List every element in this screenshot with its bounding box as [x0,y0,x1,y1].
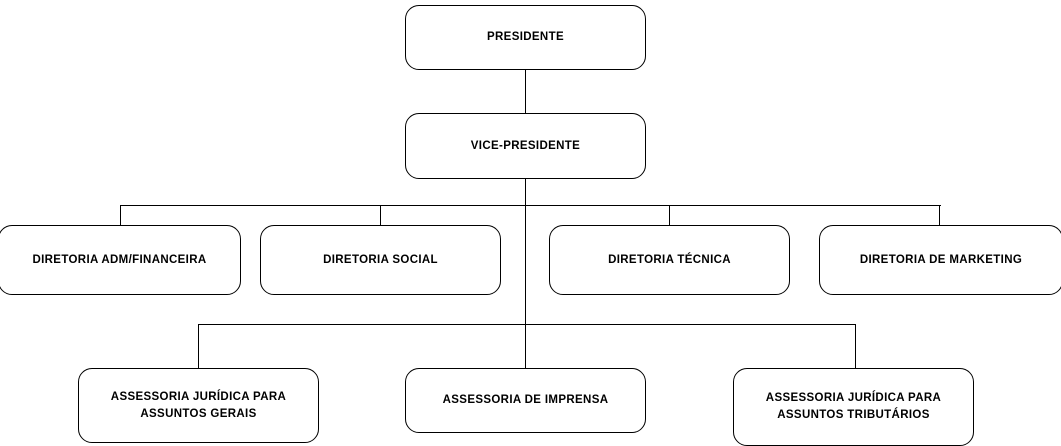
node-vice-presidente-label: VICE-PRESIDENTE [470,139,581,152]
connector-drop-diretoria-marketing [939,205,941,226]
node-diretoria-tecnica-label: DIRETORIA TÉCNICA [608,253,731,266]
node-diretoria-de-marketing-label: DIRETORIA DE MARKETING [859,253,1023,266]
node-diretoria-adm-financeira[interactable]: DIRETORIA ADM/FINANCEIRA [0,225,241,295]
node-presidente[interactable]: PRESIDENTE [405,5,646,70]
node-vice-presidente[interactable]: VICE-PRESIDENTE [405,113,646,179]
node-diretoria-de-marketing[interactable]: DIRETORIA DE MARKETING [819,225,1061,295]
connector-drop-diretoria-social [380,205,382,226]
node-diretoria-adm-financeira-label: DIRETORIA ADM/FINANCEIRA [32,253,207,266]
connector-diretorias-bus [120,205,941,207]
node-diretoria-tecnica[interactable]: DIRETORIA TÉCNICA [549,225,790,295]
connector-drop-diretoria-adm [120,205,122,226]
connector-assessorias-bus [198,324,856,326]
node-presidente-label: PRESIDENTE [487,31,564,44]
connector-vice-presidente-spine [525,179,527,325]
node-diretoria-social[interactable]: DIRETORIA SOCIAL [260,225,501,295]
node-assessoria-juridica-assuntos-tributarios[interactable]: ASSESSORIA JURÍDICA PARA ASSUNTOS TRIBUT… [733,368,974,446]
connector-presidente-to-vice-presidente [525,70,527,113]
connector-drop-diretoria-tecnica [669,205,671,226]
connector-drop-assessoria-juridica-tributarios [855,324,857,369]
node-assessoria-juridica-assuntos-gerais[interactable]: ASSESSORIA JURÍDICA PARA ASSUNTOS GERAIS [78,368,319,443]
connector-drop-assessoria-juridica-gerais [198,324,200,369]
node-diretoria-social-label: DIRETORIA SOCIAL [323,253,438,266]
node-assessoria-de-imprensa[interactable]: ASSESSORIA DE IMPRENSA [405,368,646,433]
node-assessoria-juridica-assuntos-tributarios-label: ASSESSORIA JURÍDICA PARA ASSUNTOS TRIBUT… [765,392,942,421]
connector-drop-assessoria-imprensa [525,324,527,369]
node-assessoria-de-imprensa-label: ASSESSORIA DE IMPRENSA [442,394,609,407]
node-assessoria-juridica-assuntos-gerais-label: ASSESSORIA JURÍDICA PARA ASSUNTOS GERAIS [110,390,287,420]
